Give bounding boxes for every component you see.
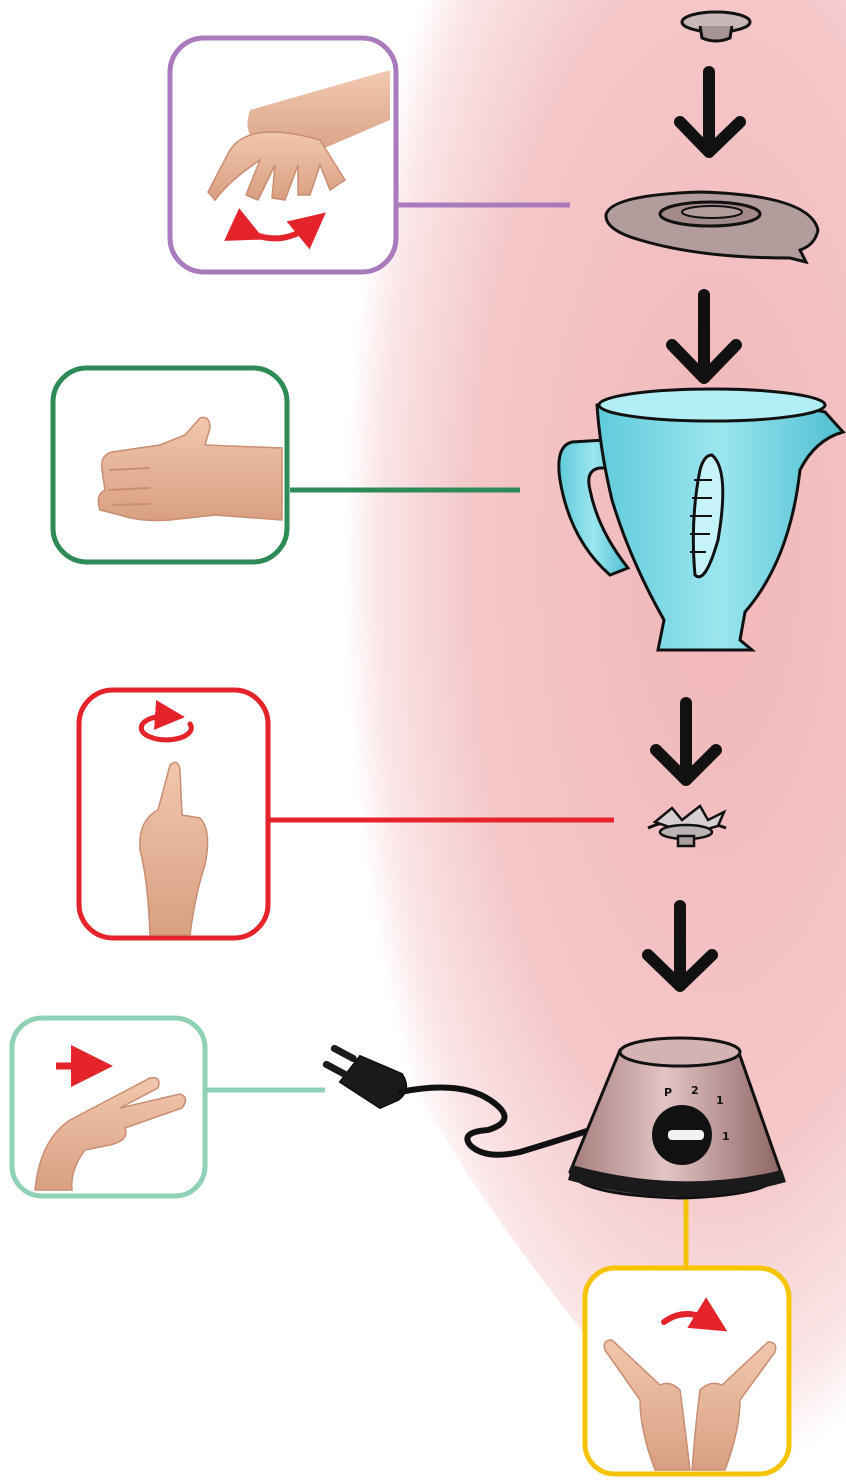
- knob-label: 1: [716, 1094, 724, 1107]
- knob-label: P: [664, 1086, 672, 1099]
- red-sign-card: [79, 690, 268, 938]
- green-sign-card: [53, 368, 287, 562]
- purple-sign-card: [170, 38, 396, 272]
- knob-label: 2: [691, 1084, 699, 1097]
- yellow-sign-card: [585, 1268, 789, 1474]
- knob-label: 1: [722, 1130, 730, 1143]
- mint-sign-card: [12, 1018, 205, 1196]
